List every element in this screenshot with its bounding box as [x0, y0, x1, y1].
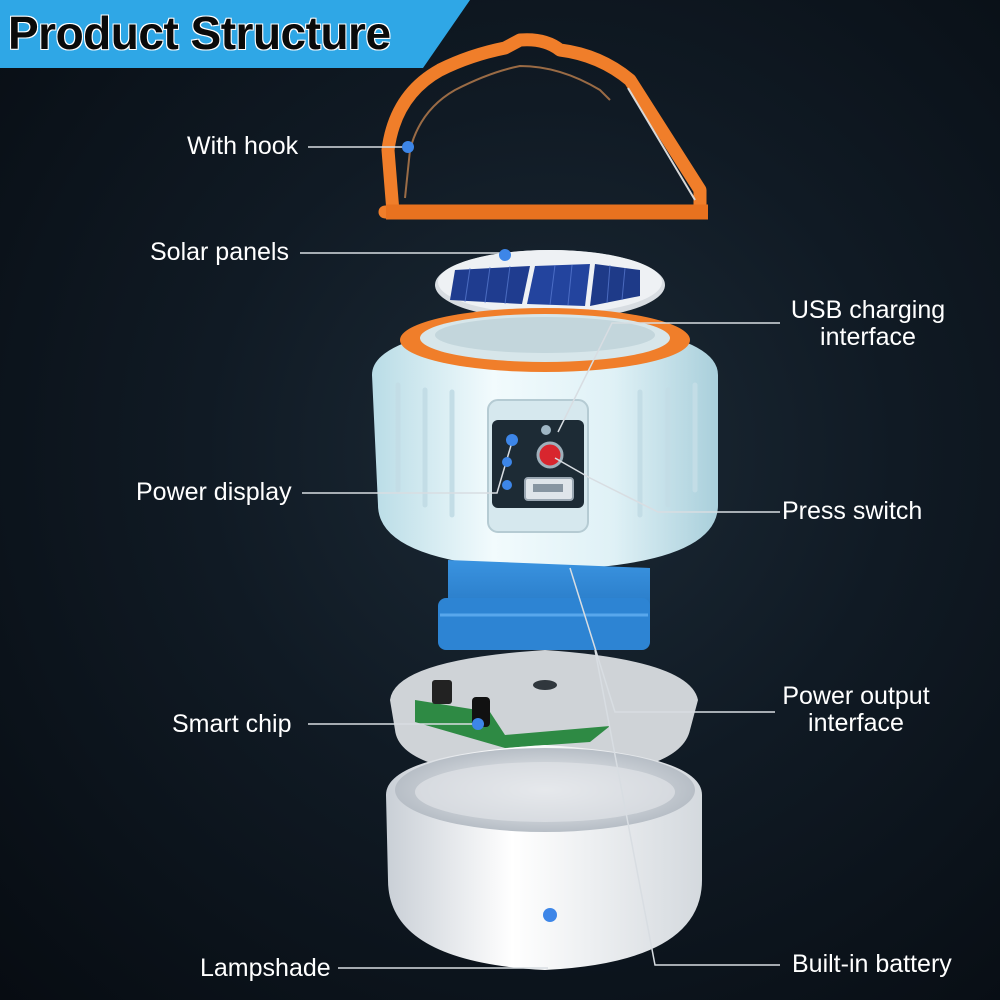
- label-output-line2: interface: [808, 709, 904, 737]
- label-usb-line1: USB charging: [790, 296, 946, 324]
- marker-power-display: [506, 434, 518, 446]
- control-panel: [487, 399, 589, 533]
- leader-lines: [300, 146, 780, 969]
- marker-lampshade: [543, 908, 557, 922]
- title-banner: [0, 0, 470, 68]
- label-built-in-battery: Built-in battery: [792, 950, 952, 978]
- press-switch-button: [536, 441, 564, 469]
- marker-led-2: [502, 457, 512, 467]
- label-power-output: Power output interface: [770, 683, 942, 737]
- label-smart-chip: Smart chip: [172, 710, 292, 738]
- label-lampshade: Lampshade: [200, 954, 331, 982]
- marker-smart-chip: [472, 718, 484, 730]
- solar-panel-disc: [435, 250, 665, 320]
- marker-led-3: [502, 480, 512, 490]
- battery-pack: [438, 560, 650, 650]
- label-press-switch: Press switch: [782, 497, 923, 525]
- label-output-line1: Power output: [782, 682, 930, 710]
- marker-hook: [402, 141, 414, 153]
- circuit-disc: [390, 650, 698, 778]
- page-title: Product Structure: [8, 7, 391, 59]
- lampshade-dome: [386, 745, 702, 970]
- marker-solar: [499, 249, 511, 261]
- label-hook: With hook: [187, 132, 299, 160]
- label-solar-panels: Solar panels: [150, 238, 289, 266]
- label-usb-charging: USB charging interface: [780, 297, 956, 351]
- callout-markers: [402, 141, 557, 922]
- label-usb-line2: interface: [820, 323, 916, 351]
- label-power-display: Power display: [136, 478, 292, 506]
- hook-handle: [378, 33, 708, 220]
